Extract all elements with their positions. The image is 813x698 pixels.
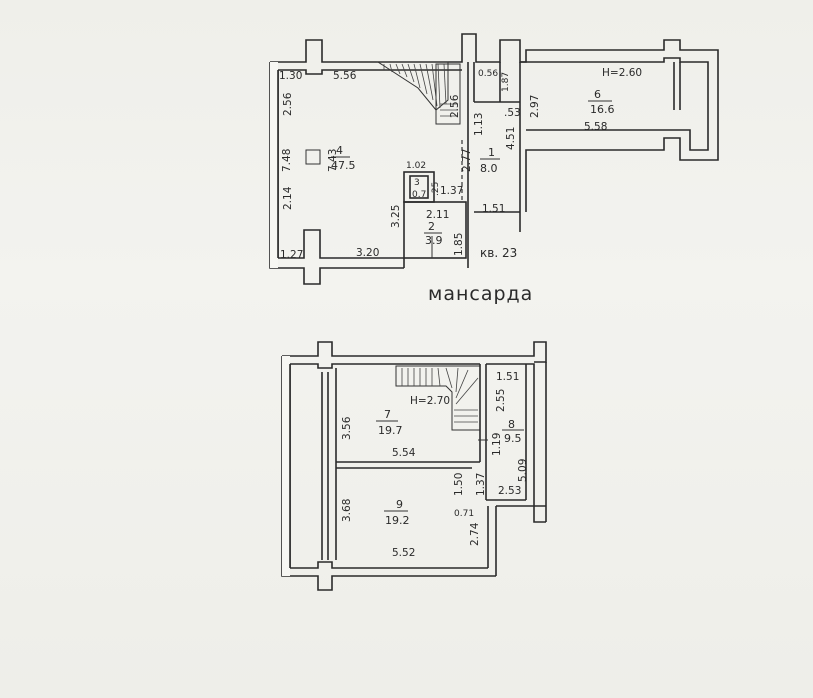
dim-3-68: 3.68 — [341, 499, 353, 522]
room-7-number: 7 — [384, 408, 391, 421]
dim-4-51: 4.51 — [505, 127, 517, 150]
upper-room-3-inner — [409, 175, 429, 199]
dim-0-25: .25 — [431, 182, 441, 196]
upper-room-2-box — [403, 201, 467, 259]
dim-1-19: 1.19 — [491, 433, 503, 456]
dim-2-53: 2.53 — [498, 485, 521, 497]
dim-2-55: 2.55 — [495, 389, 507, 412]
upper-west-wall-fill — [270, 62, 278, 268]
floor-caption: мансарда — [428, 283, 533, 305]
dim-0-71: 0.71 — [454, 509, 474, 519]
dim-3-56: 3.56 — [341, 416, 353, 440]
dim-1-37-upper: 1.37 — [440, 185, 463, 197]
apartment-label: кв. 23 — [480, 246, 517, 260]
dim-7-48: 7.48 — [281, 149, 293, 172]
height-room-6: H=2.60 — [602, 67, 642, 79]
room-3-number: 3 — [414, 178, 420, 188]
dim-5-58: 5.58 — [584, 121, 607, 133]
dim-3-20: 3.20 — [356, 247, 379, 259]
upper-room-6-outer — [520, 39, 719, 212]
dim-0-53: .53 — [504, 107, 521, 119]
room-9-area: 19.2 — [385, 514, 410, 527]
room-6-number: 6 — [594, 88, 601, 101]
room-8-number: 8 — [508, 418, 515, 431]
upper-room-6-inner — [526, 57, 709, 151]
lower-room-8-outer — [486, 363, 546, 523]
dim-3-25: 3.25 — [390, 205, 402, 228]
room-3-area: 0.7 — [412, 190, 426, 200]
upper-floor-plan: 1.30 5.56 2.56 7.48 7.43 2.14 1.27 3.20 … — [269, 33, 719, 285]
height-room-7: H=2.70 — [410, 395, 450, 407]
dim-2-74: 2.74 — [469, 522, 481, 546]
room-9-number: 9 — [396, 498, 403, 511]
dim-2-56-b: 2.56 — [449, 94, 461, 118]
dim-1-30: 1.30 — [279, 70, 302, 82]
lower-floor-plan: H=2.70 3.56 7 19.7 5.54 1.51 2.55 1.19 8… — [281, 341, 547, 591]
room-7-area: 19.7 — [378, 424, 403, 437]
dim-2-56-a: 2.56 — [282, 92, 294, 116]
dim-2-77: 2.77 — [461, 149, 473, 172]
lower-north-wall-outer — [282, 341, 547, 363]
upper-north-wall-outer — [270, 33, 526, 63]
dim-1-51-upper: 1.51 — [482, 203, 505, 215]
room-4-number: 4 — [336, 144, 343, 157]
room-1-number: 1 — [488, 146, 495, 159]
dim-1-02: 1.02 — [406, 161, 426, 171]
upper-staircase — [376, 61, 461, 125]
room-2-area: 3.9 — [425, 234, 443, 247]
room-6-area: 16.6 — [590, 103, 615, 116]
room-4-area: 47.5 — [331, 159, 356, 172]
dim-2-11: 2.11 — [426, 209, 449, 221]
dim-1-87: 1.87 — [501, 72, 511, 92]
room-1-area: 8.0 — [480, 162, 498, 175]
dim-1-50: 1.50 — [453, 473, 465, 496]
room-8-area: 9.5 — [504, 432, 522, 445]
dim-2-97: 2.97 — [529, 95, 541, 118]
dim-0-56: 0.56 — [478, 69, 498, 79]
dim-5-54: 5.54 — [392, 447, 416, 459]
lower-west-south-inner — [289, 364, 488, 569]
dim-1-37-lower: 1.37 — [475, 473, 487, 496]
upper-north-wall-inner — [278, 69, 462, 75]
lower-west-wall-fill — [282, 356, 290, 576]
dim-1-13: 1.13 — [473, 113, 485, 136]
dim-5-09: 5.09 — [517, 459, 529, 482]
dim-5-56: 5.56 — [333, 70, 357, 82]
lower-north-wall-inner — [290, 363, 480, 369]
upper-column — [305, 149, 321, 165]
dim-5-52: 5.52 — [392, 547, 415, 559]
room-2-number: 2 — [428, 220, 435, 233]
dim-2-14: 2.14 — [282, 186, 294, 210]
dim-1-27: 1.27 — [280, 249, 303, 261]
dim-1-51-lower: 1.51 — [496, 371, 519, 383]
dim-7-43: 7.43 — [327, 149, 339, 172]
dim-1-85: 1.85 — [453, 233, 465, 256]
